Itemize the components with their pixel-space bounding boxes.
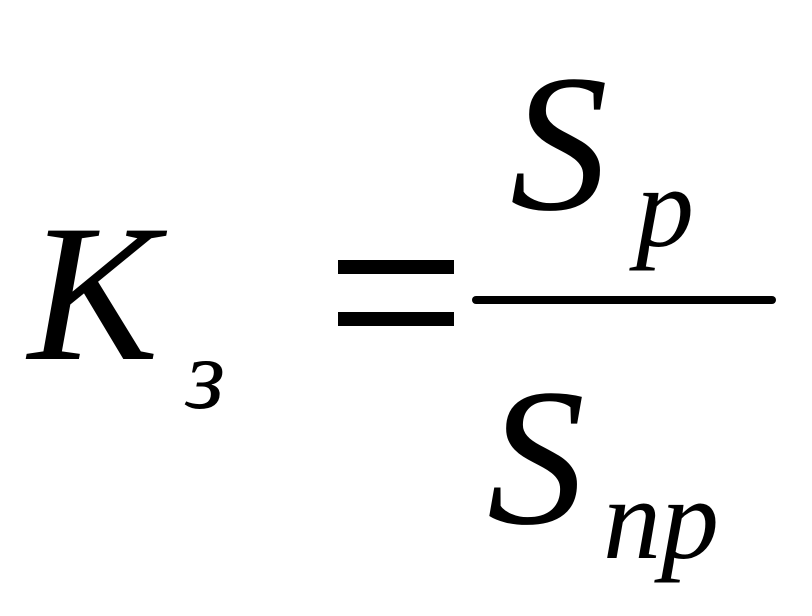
numerator-symbol: S [510,35,608,252]
equals-sign-top-bar [338,260,454,274]
denominator-symbol: S [487,349,585,566]
lhs-symbol: K [28,185,159,402]
numerator-subscript: p [636,144,694,272]
lhs-subscript: з [186,319,226,430]
denominator-subscript: np [603,456,719,584]
equals-sign-bottom-bar [338,312,454,326]
fraction-bar [472,296,776,304]
